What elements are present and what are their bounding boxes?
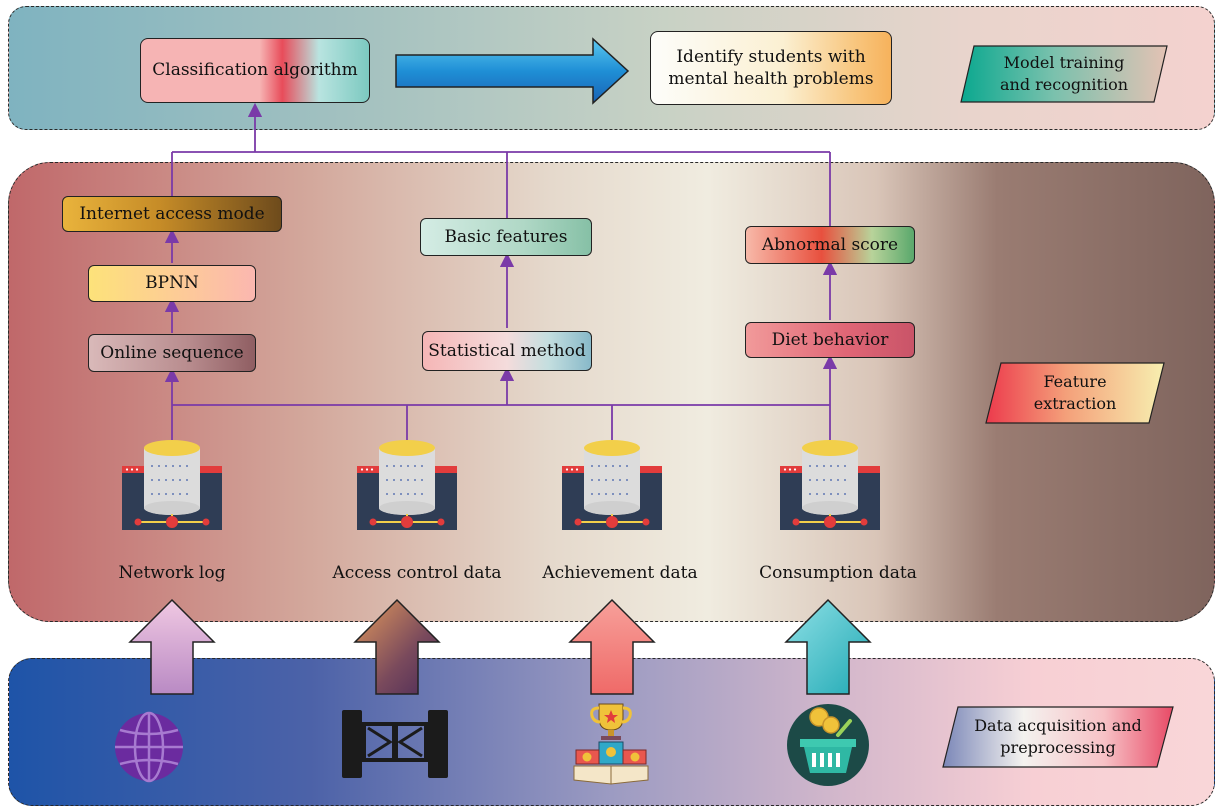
bpnn-box: BPNN bbox=[88, 265, 256, 302]
feature-extraction-tag: Feature extraction bbox=[985, 362, 1165, 424]
up-arrow-network bbox=[128, 598, 216, 695]
feature-extraction-label: Feature extraction bbox=[1033, 372, 1117, 413]
data-acquisition-tag: Data acquisition and preprocessing bbox=[942, 706, 1174, 768]
up-arrow-achievement bbox=[568, 598, 656, 695]
basic-features-box: Basic features bbox=[420, 218, 592, 256]
classification-algorithm-label: Classification algorithm bbox=[152, 60, 358, 81]
trophy-podium-icon bbox=[573, 703, 649, 785]
model-training-label: Model training and recognition bbox=[999, 53, 1129, 94]
bpnn-label: BPNN bbox=[145, 273, 199, 294]
source-label-achievement: Achievement data bbox=[542, 563, 698, 583]
diet-behavior-box: Diet behavior bbox=[745, 322, 915, 358]
up-arrow-access bbox=[353, 598, 441, 695]
identify-students-label: Identify students with mental health pro… bbox=[668, 46, 874, 89]
statistical-method-label: Statistical method bbox=[428, 340, 586, 361]
basic-features-label: Basic features bbox=[444, 226, 568, 247]
statistical-method-box: Statistical method bbox=[422, 331, 592, 371]
source-label-access-control: Access control data bbox=[332, 563, 502, 583]
identify-students-box: Identify students with mental health pro… bbox=[650, 31, 892, 105]
big-right-arrow bbox=[395, 37, 630, 105]
source-label-consumption: Consumption data bbox=[759, 563, 917, 583]
online-sequence-box: Online sequence bbox=[88, 334, 256, 372]
abnormal-score-label: Abnormal score bbox=[761, 234, 899, 255]
abnormal-score-box: Abnormal score bbox=[745, 226, 915, 264]
online-sequence-label: Online sequence bbox=[100, 342, 244, 363]
source-label-network-log: Network log bbox=[118, 563, 226, 583]
model-training-tag: Model training and recognition bbox=[960, 45, 1168, 103]
internet-access-mode-label: Internet access mode bbox=[79, 203, 265, 224]
internet-access-mode-box: Internet access mode bbox=[62, 196, 282, 232]
shopping-basket-icon bbox=[787, 704, 869, 786]
globe-icon bbox=[115, 711, 183, 783]
classification-algorithm-box: Classification algorithm bbox=[140, 38, 370, 103]
turnstile-gate-icon bbox=[342, 710, 448, 778]
diet-behavior-label: Diet behavior bbox=[771, 329, 889, 350]
data-acquisition-label: Data acquisition and preprocessing bbox=[974, 716, 1142, 757]
up-arrow-consumption bbox=[784, 598, 872, 695]
